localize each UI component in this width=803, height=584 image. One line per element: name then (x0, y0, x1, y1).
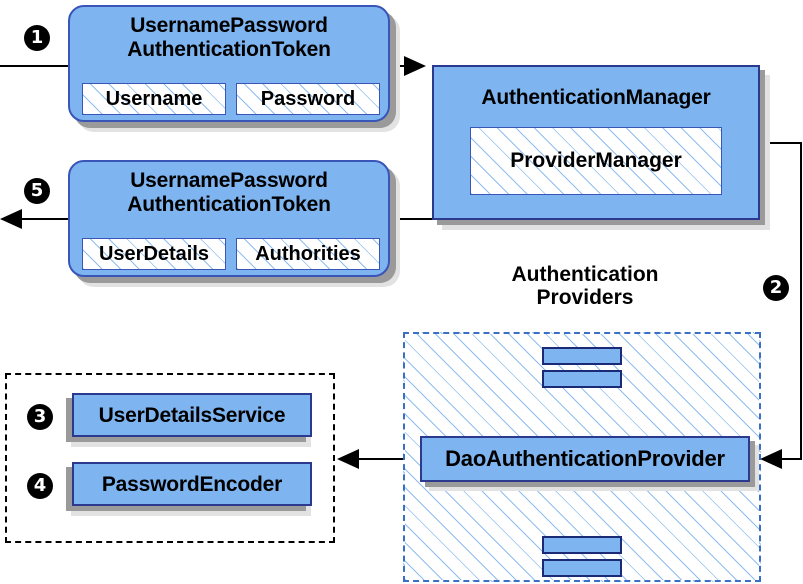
response-token-field-userdetails[interactable]: UserDetails (82, 238, 226, 270)
request-token-title-line2: AuthenticationToken (127, 37, 331, 61)
request-token-field-password[interactable]: Password (236, 83, 380, 115)
provider-manager-label: ProviderManager (510, 149, 682, 172)
provider-manager-box[interactable]: ProviderManager (470, 127, 722, 195)
dao-authentication-provider-label: DaoAuthenticationProvider (445, 446, 725, 471)
response-token-title-line1: UsernamePassword (130, 169, 328, 192)
provider-placeholder-top-1[interactable] (542, 347, 622, 365)
collaborators-group (5, 373, 335, 543)
step-bullet-4: 4 (27, 473, 53, 499)
response-token-field-authorities-label: Authorities (255, 243, 361, 265)
authentication-providers-heading-line2: Providers (536, 286, 634, 310)
provider-placeholder-bottom-2[interactable] (542, 559, 622, 577)
response-token-title: UsernamePassword AuthenticationToken (70, 169, 388, 216)
request-token-title-line1: UsernamePassword (130, 14, 328, 37)
response-token-box[interactable]: UsernamePassword AuthenticationToken Use… (68, 160, 390, 277)
request-token-field-username-label: Username (105, 88, 203, 110)
password-encoder-box[interactable]: PasswordEncoder (72, 462, 312, 506)
provider-placeholder-bottom-1[interactable] (542, 536, 622, 554)
user-details-service-box[interactable]: UserDetailsService (72, 393, 312, 437)
request-token-title: UsernamePassword AuthenticationToken (70, 14, 388, 61)
step-bullet-5: 5 (24, 178, 50, 204)
authentication-providers-heading-line1: Authentication (511, 263, 659, 286)
step-bullet-2: 2 (763, 275, 789, 301)
password-encoder-label: PasswordEncoder (101, 473, 283, 496)
dao-authentication-provider-box[interactable]: DaoAuthenticationProvider (420, 436, 750, 482)
authentication-manager-box[interactable]: AuthenticationManager ProviderManager (432, 65, 760, 220)
authentication-providers-heading: Authentication Providers (440, 263, 730, 309)
step-bullet-3: 3 (27, 404, 53, 430)
response-token-title-line2: AuthenticationToken (127, 192, 331, 216)
authentication-manager-title: AuthenticationManager (481, 86, 711, 109)
response-token-field-userdetails-label: UserDetails (98, 243, 210, 265)
provider-placeholder-top-2[interactable] (542, 370, 622, 388)
request-token-field-password-label: Password (260, 88, 356, 110)
response-token-field-authorities[interactable]: Authorities (236, 238, 380, 270)
request-token-box[interactable]: UsernamePassword AuthenticationToken Use… (68, 5, 390, 122)
user-details-service-label: UserDetailsService (98, 404, 286, 427)
step-bullet-1: 1 (24, 25, 50, 51)
request-token-field-username[interactable]: Username (82, 83, 226, 115)
